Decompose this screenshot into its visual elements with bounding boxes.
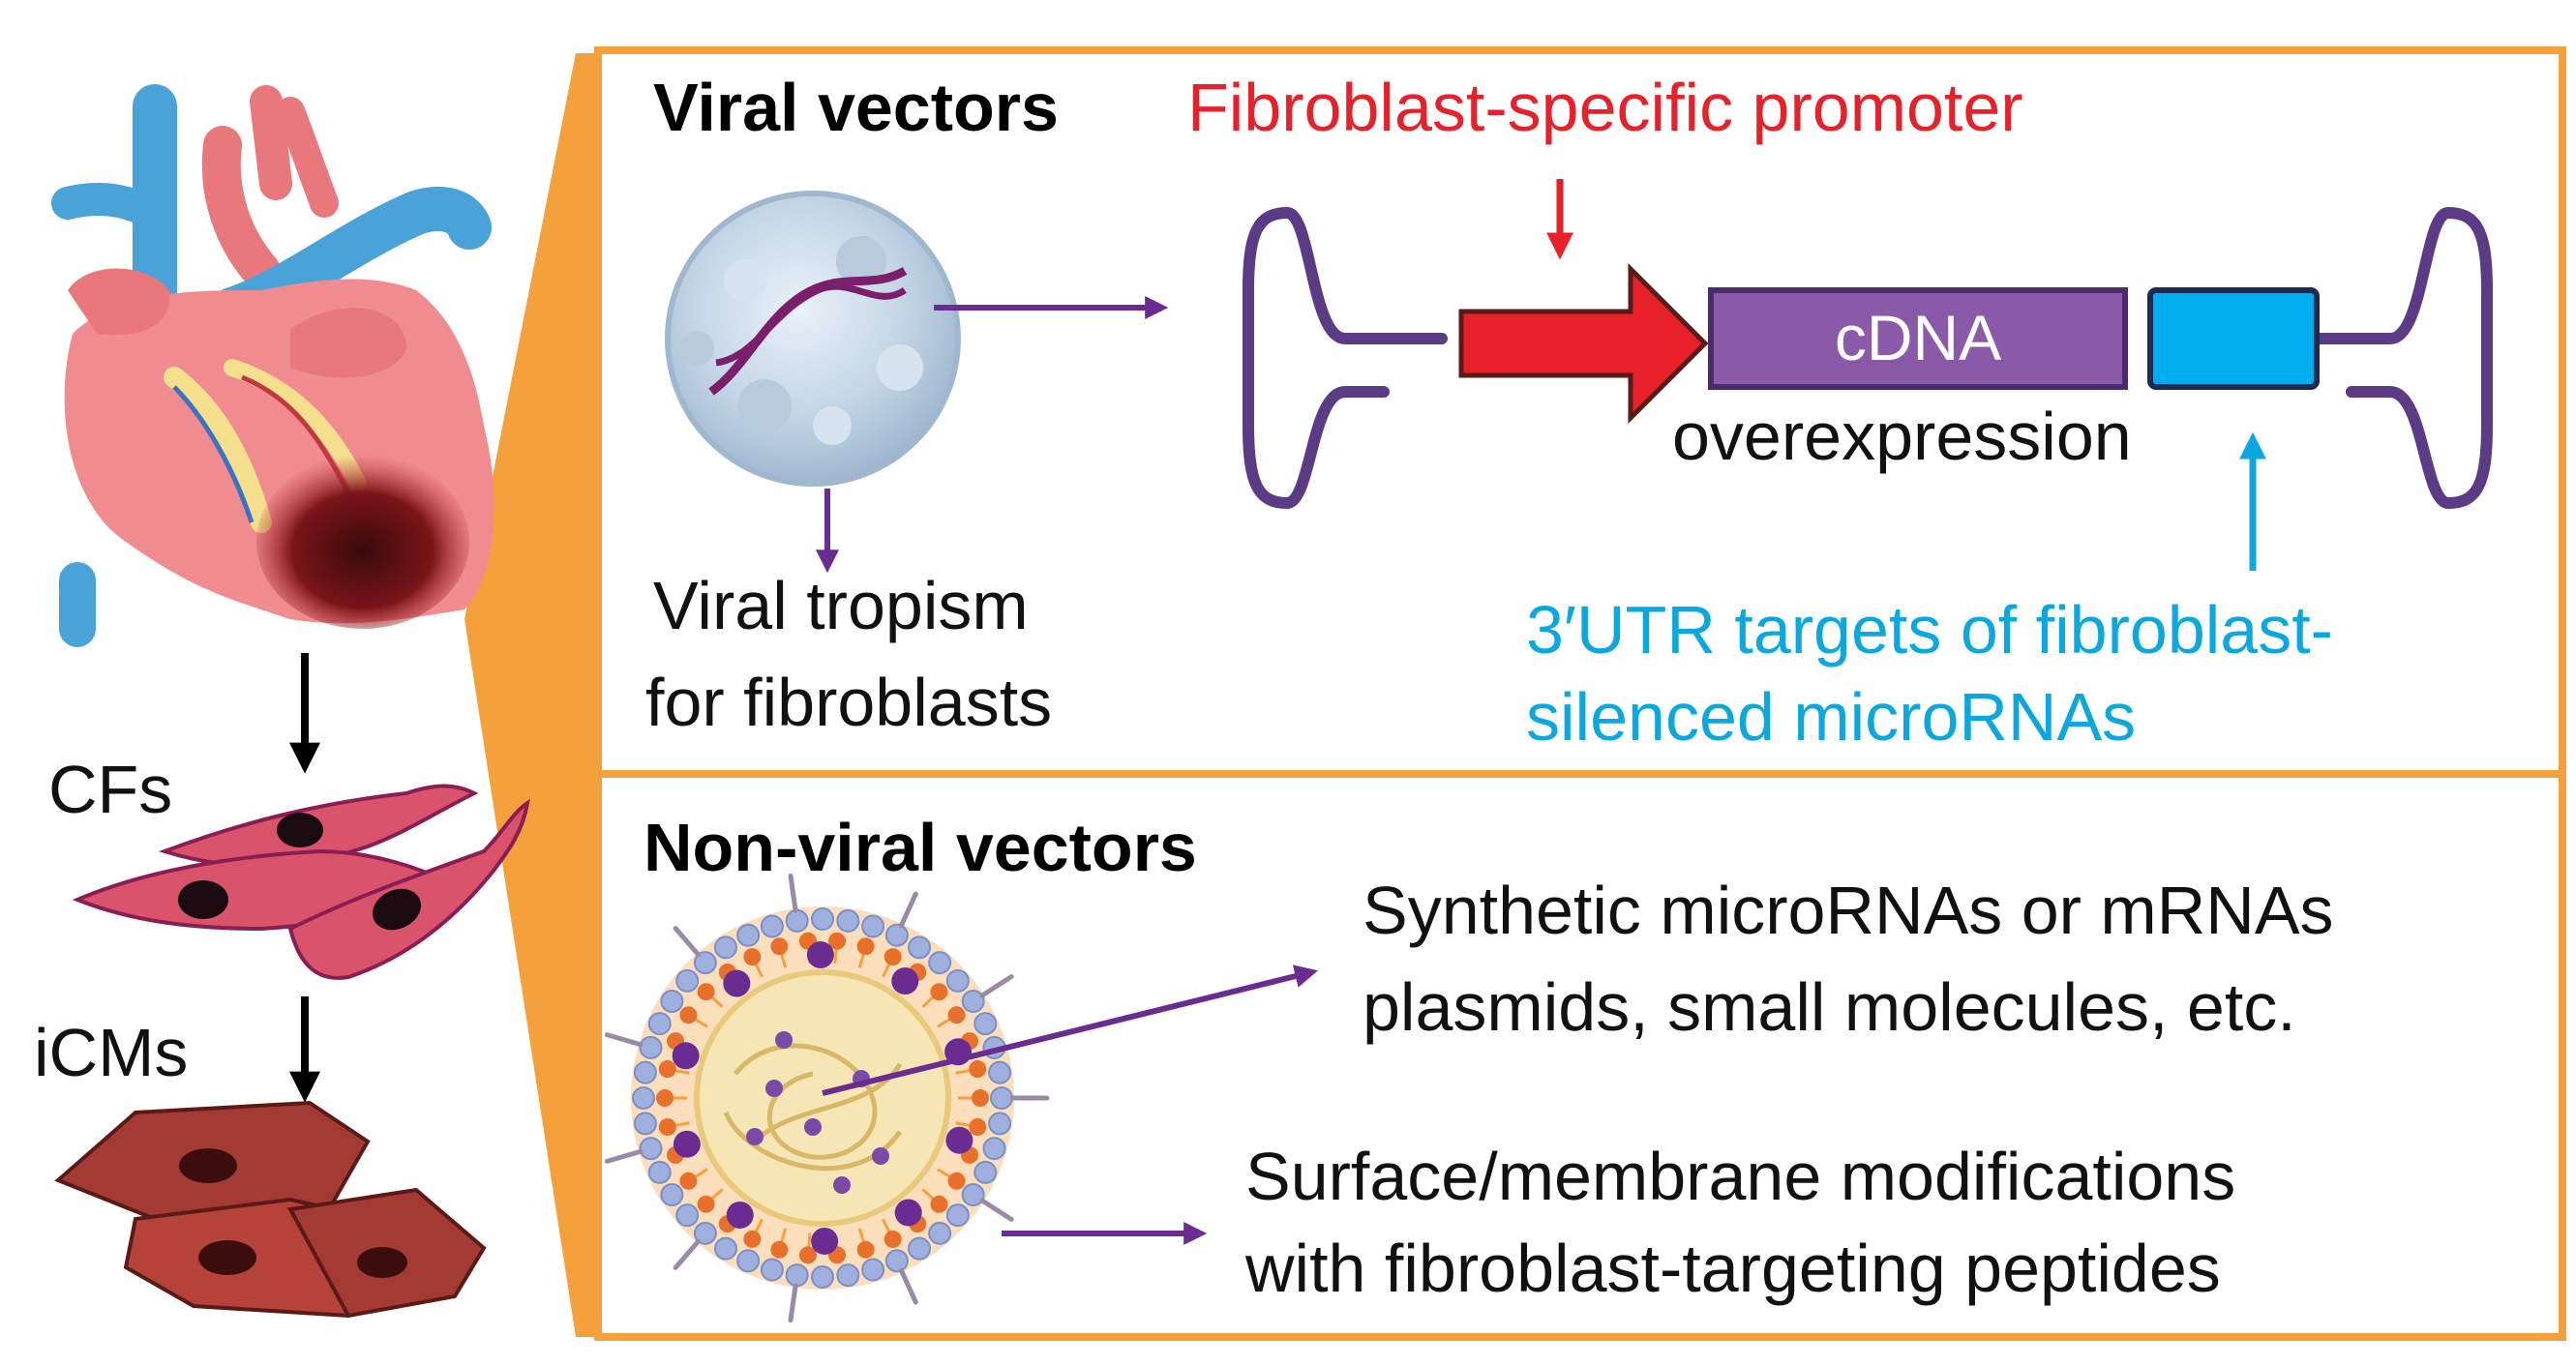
- right-itr-hairpin: [2312, 206, 2493, 510]
- utr-line2: silenced microRNAs: [1526, 679, 2136, 755]
- overexpression-label: overexpression: [1672, 399, 2132, 474]
- promoter-label: Fibroblast-specific promoter: [1187, 70, 2023, 145]
- cdna-block: [1708, 287, 2128, 390]
- zoom-wedge: [464, 53, 598, 1337]
- viral-vectors-heading: Viral vectors: [653, 70, 1059, 145]
- outer-box: [594, 46, 2566, 1341]
- surface-line1: Surface/membrane modifications: [1245, 1139, 2235, 1214]
- cargo-line2: plasmids, small molecules, etc.: [1363, 969, 2296, 1045]
- utr-block: [2147, 287, 2320, 390]
- tropism-line1: Viral tropism: [653, 568, 1029, 643]
- cdna-label: cDNA: [1835, 302, 2001, 373]
- promoter-block: [1458, 262, 1709, 425]
- virus-particle-icon: [665, 191, 961, 487]
- left-itr-hairpin: [1243, 206, 1448, 510]
- callout-frame: [464, 46, 2566, 1341]
- fibroblast-cells-icon: [72, 784, 530, 980]
- vector-construct: cDNA: [1243, 206, 2493, 510]
- cargo-line1: Synthetic microRNAs or mRNAs: [1363, 873, 2334, 948]
- tropism-line2: for fibroblasts: [645, 665, 1052, 740]
- infarct-region: [256, 455, 469, 629]
- icm-label: iCMs: [34, 1015, 188, 1090]
- nanoparticle-icon: [604, 873, 1050, 1323]
- heart-icon: [51, 84, 494, 647]
- cf-label: CFs: [48, 752, 172, 827]
- surface-line2: with fibroblast-targeting peptides: [1244, 1231, 2221, 1306]
- cargo-arrow: [822, 965, 1318, 1096]
- nonviral-vectors-heading: Non-viral vectors: [644, 810, 1197, 885]
- utr-line1: 3′UTR targets of fibroblast-: [1526, 592, 2333, 668]
- cardiomyocyte-cells-icon: [54, 1100, 487, 1319]
